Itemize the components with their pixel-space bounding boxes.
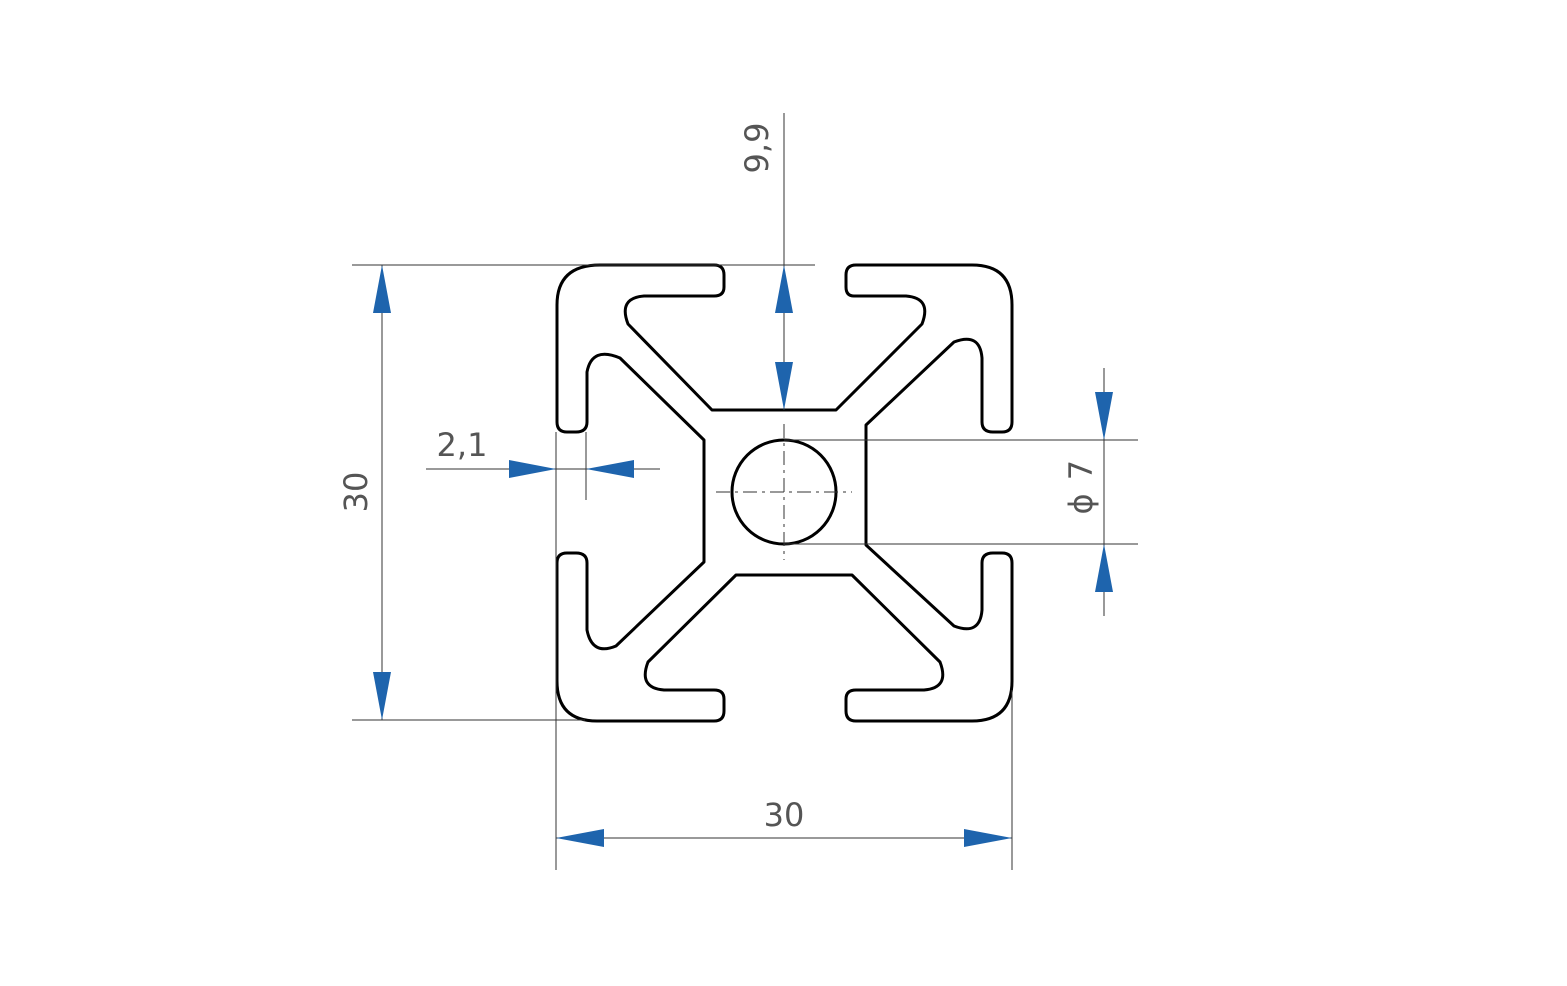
dimension-wall-thickness: 2,1 (426, 426, 660, 500)
dimension-slot-depth: 9,9 (738, 113, 793, 410)
bore-diameter-label: 7 (1062, 460, 1100, 480)
width-arrow-left (556, 829, 604, 847)
dimension-width: 30 (555, 432, 1013, 870)
slot-depth-label: 9,9 (738, 123, 776, 174)
slot-depth-arrow-bottom (775, 362, 793, 410)
slot-depth-arrow-top (775, 265, 793, 313)
wall-arrow-right (586, 460, 634, 478)
width-label: 30 (764, 796, 805, 834)
center-lines (716, 424, 852, 560)
bore-arrow-bottom (1095, 544, 1113, 592)
height-label: 30 (337, 472, 375, 513)
dimension-height: 30 (337, 264, 815, 721)
bore-arrow-top (1095, 392, 1113, 440)
width-arrow-right (964, 829, 1012, 847)
diameter-symbol: ϕ (1062, 493, 1100, 514)
height-arrow-top (373, 265, 391, 313)
bore-label: ϕ 7 (1062, 460, 1100, 515)
wall-arrow-left (509, 460, 556, 478)
profile-outer-boundary (555, 263, 1014, 723)
height-arrow-bottom (373, 672, 391, 720)
dimension-bore-diameter: ϕ 7 (784, 368, 1138, 616)
wall-thickness-label: 2,1 (437, 426, 488, 464)
